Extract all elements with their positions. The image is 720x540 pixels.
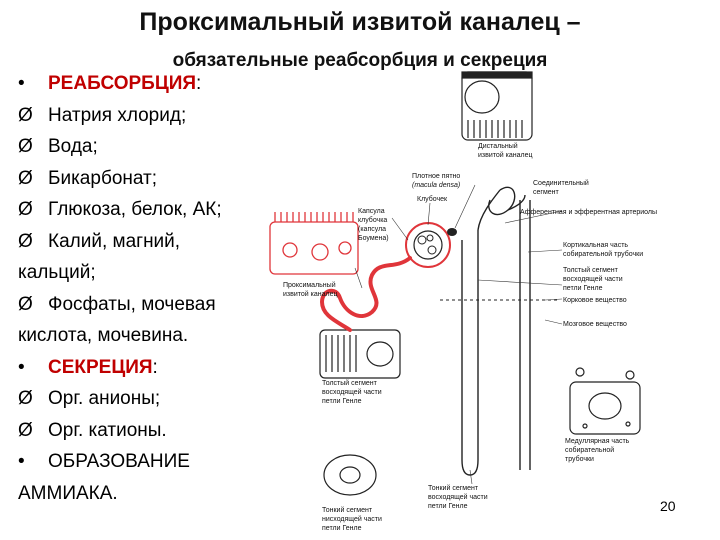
distal-tubule-cells: [461, 71, 533, 141]
thin-ascending-label: Тонкий сегмент: [428, 484, 479, 492]
bullet-marker: •: [18, 451, 25, 472]
collecting-duct-cells: [569, 367, 641, 435]
list-item: Ø Натрия хлорид;: [18, 100, 308, 132]
medullary-collecting-label-2: собирательной: [565, 446, 614, 454]
cortical-collecting-label-2: собирательной трубочки: [563, 250, 643, 258]
page-number: 20: [660, 498, 676, 514]
list-item-text: АММИАКА.: [18, 482, 118, 504]
glomerulus-label: Клубочек: [417, 195, 448, 203]
list-item-text: кислота, мочевина.: [18, 325, 189, 346]
thick-segment-cells: [319, 329, 401, 379]
list-item: Ø Калий, магний,: [18, 226, 308, 258]
list-item: Ø Глюкоза, белок, АК;: [18, 194, 308, 226]
list-item: • РЕАБСОРБЦИЯ:: [18, 68, 308, 100]
medullary-collecting-label-3: трубочки: [565, 455, 594, 463]
list-item: • СЕКРЕЦИЯ:: [18, 352, 308, 384]
list-item-continuation: АММИАКА.: [18, 478, 308, 510]
macula-densa-label: Плотное пятно: [412, 173, 460, 180]
proximal-tubule-cells: [269, 212, 359, 275]
bowman-capsule-label: Капсула: [358, 208, 385, 215]
bullet-marker: Ø: [18, 230, 33, 252]
list-item-continuation: кальций;: [18, 257, 308, 289]
list-item-text: Орг. катионы.: [48, 419, 167, 441]
bullet-marker: Ø: [18, 419, 33, 441]
list-item: Ø Орг. катионы.: [18, 415, 308, 447]
medullary-collecting-label: Медуллярная часть: [565, 438, 630, 445]
thick-segment-label: Толстый сегмент: [322, 379, 378, 387]
bullet-marker: Ø: [18, 104, 33, 126]
slide-title: Проксимальный извитой каналец –: [139, 8, 581, 36]
bullet-marker: Ø: [18, 199, 33, 220]
bullet-list: • РЕАБСОРБЦИЯ: Ø Натрия хлорид; Ø Вода; Ø Би…: [18, 68, 308, 509]
list-item: • ОБРАЗОВАНИЕ: [18, 446, 308, 478]
list-item: Ø Орг. анионы;: [18, 383, 308, 415]
list-item-text: Калий, магний,: [48, 230, 181, 252]
thick-ascending-label: Толстый сегмент: [563, 266, 619, 274]
list-item: Ø Фосфаты, мочевая: [18, 289, 308, 321]
leader-lines: [354, 184, 563, 485]
collecting-duct: [507, 194, 531, 470]
macula-densa: [447, 228, 457, 236]
cortical-collecting-label: Кортикальная часть: [563, 242, 628, 249]
cortex-label: Корковое вещество: [563, 297, 627, 304]
list-item-text: ОБРАЗОВАНИЕ: [48, 451, 190, 472]
list-item-text: Фосфаты, мочевая: [48, 293, 216, 315]
list-item-text: Натрия хлорид;: [48, 104, 187, 126]
loop-of-henle: [461, 186, 516, 476]
macula-densa-label-2: (macula densa): [412, 182, 460, 189]
list-item: Ø Бикарбонат;: [18, 163, 308, 195]
arterioles-label: Афферентная и эфферентная артериолы: [520, 209, 657, 216]
thin-segment-cells: [323, 454, 377, 496]
bowman-capsule-label-3: (капсула: [358, 226, 386, 233]
connecting-segment-label-2: сегмент: [533, 189, 560, 196]
list-heading-colon: :: [196, 73, 202, 94]
thick-segment-label-3: петли Генле: [322, 398, 362, 405]
thin-descending-label-2: нисходящей части: [322, 515, 382, 523]
proximal-tubule-label: Проксимальный: [283, 281, 336, 289]
bullet-marker: Ø: [18, 167, 33, 189]
bullet-marker: Ø: [18, 293, 33, 315]
medulla-label: Мозговое вещество: [563, 321, 627, 328]
distal-tubule-label: Дистальный: [478, 142, 518, 150]
list-item-text: Глюкоза, белок, АК;: [48, 199, 222, 220]
list-heading: СЕКРЕЦИЯ: [48, 356, 153, 378]
thin-descending-label: Тонкий сегмент: [322, 506, 373, 514]
bullet-marker: Ø: [18, 136, 33, 157]
list-item: Ø Вода;: [18, 131, 308, 163]
bullet-marker: •: [18, 356, 25, 378]
connecting-segment-label: Соединительный: [533, 179, 589, 187]
list-item-text: Орг. анионы;: [48, 388, 161, 409]
bowman-capsule-label-2: клубочка: [358, 216, 387, 224]
bowman-capsule-label-4: Боумена): [358, 235, 389, 242]
proximal-tubule-path: [319, 256, 412, 332]
thin-descending-label-3: петли Генле: [322, 525, 362, 532]
glomerulus: [405, 222, 451, 268]
thick-ascending-label-3: петли Генле: [563, 285, 603, 292]
thin-ascending-label-2: восходящей части: [428, 493, 488, 501]
list-heading-colon: :: [152, 356, 158, 378]
proximal-tubule-label-2: извитой каналец: [283, 290, 337, 298]
thin-ascending-label-3: петли Генле: [428, 503, 468, 510]
thick-segment-label-2: восходящей части: [322, 388, 382, 396]
bullet-marker: Ø: [18, 388, 33, 409]
list-item-text: кальций;: [18, 262, 96, 283]
thick-ascending-label-2: восходящей части: [563, 275, 623, 283]
bullet-marker: •: [18, 73, 25, 94]
distal-tubule-label-2: извитой каналец: [478, 151, 532, 159]
slide-subtitle: обязательные реабсорбция и секреция: [172, 50, 548, 71]
list-item-text: Бикарбонат;: [48, 167, 158, 189]
list-heading: РЕАБСОРБЦИЯ: [48, 73, 197, 94]
list-item-continuation: кислота, мочевина.: [18, 320, 308, 352]
list-item-text: Вода;: [48, 136, 98, 157]
